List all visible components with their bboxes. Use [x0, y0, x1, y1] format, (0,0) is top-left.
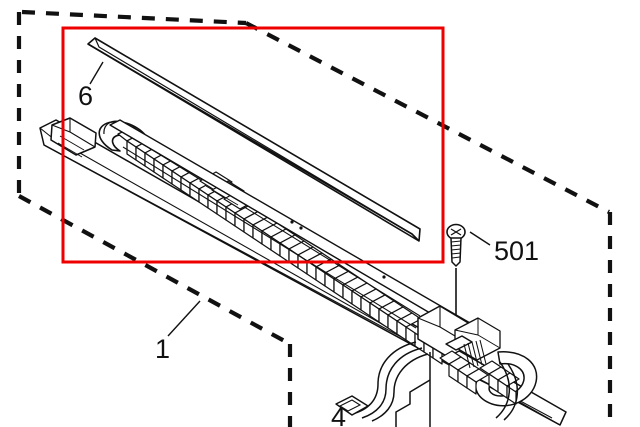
leader-line-6 — [89, 61, 104, 85]
callout-label-1: 1 — [155, 334, 171, 364]
leader-line-501 — [469, 231, 491, 246]
red-highlight-rectangle — [61, 26, 445, 264]
cable-drag-chain-assembly — [39, 117, 567, 426]
callout-label-6: 6 — [78, 81, 94, 111]
flat-guide-strip-part — [87, 37, 421, 242]
ribbon-cable-harness — [335, 341, 519, 427]
callout-label-4: 4 — [331, 402, 347, 427]
callout-label-501: 501 — [494, 236, 540, 266]
leader-line-1 — [167, 300, 201, 337]
